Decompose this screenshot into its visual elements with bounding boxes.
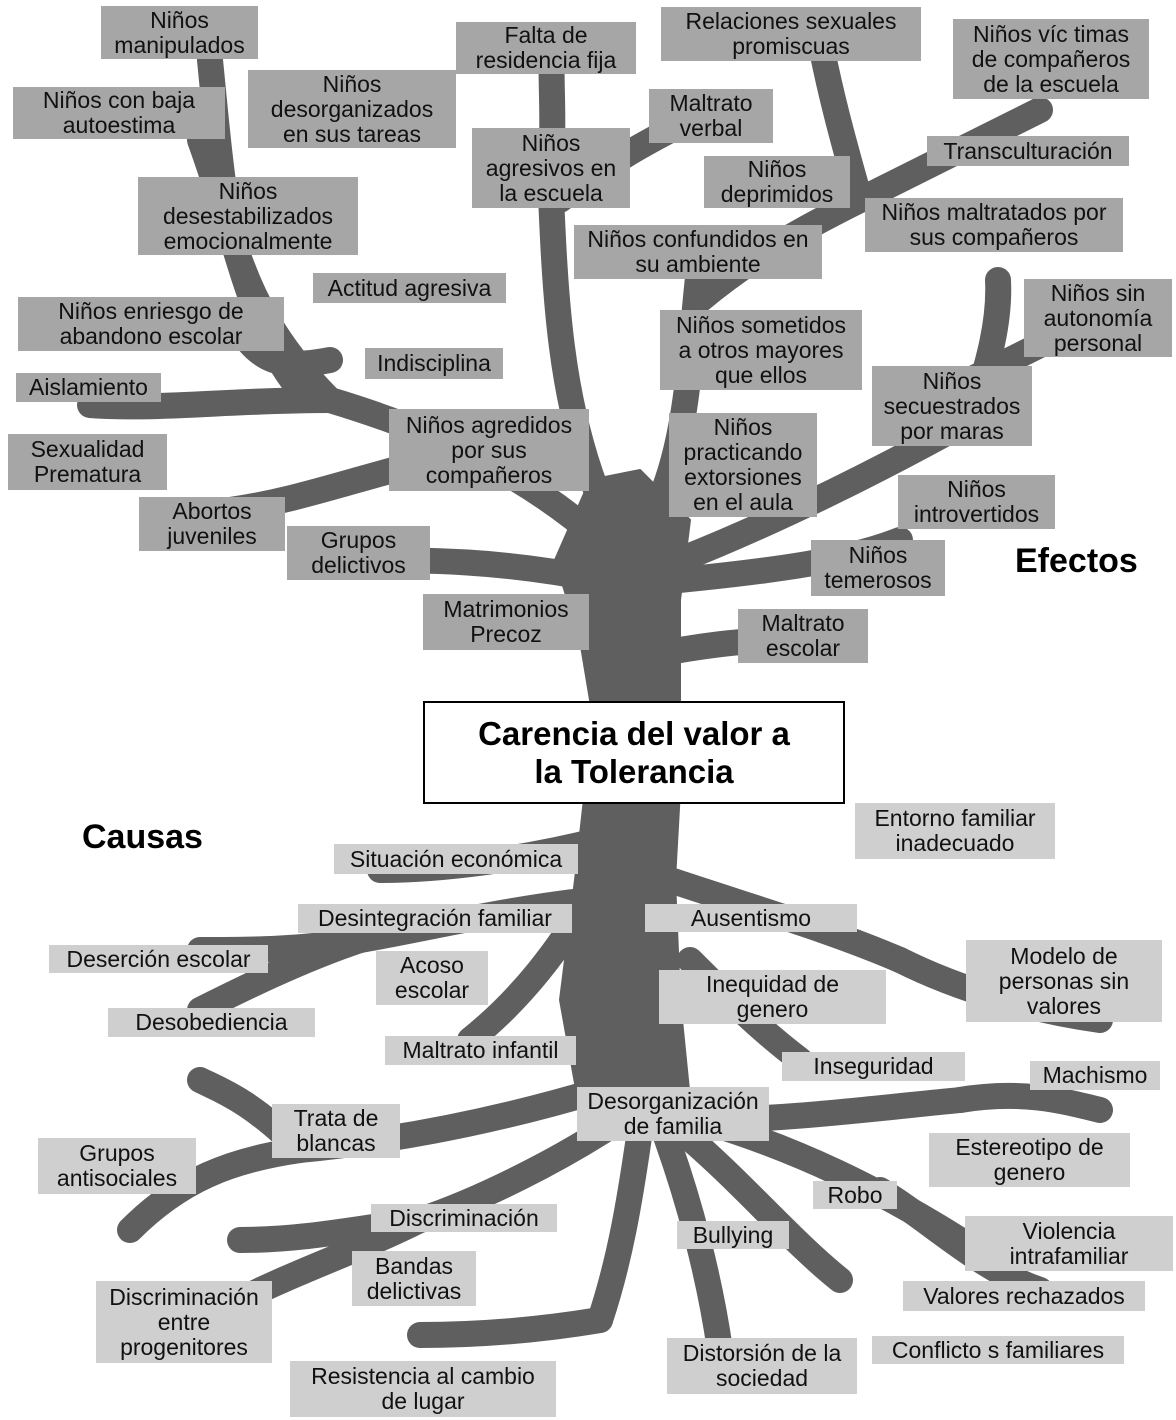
effect-label: Niños confundidos en su ambiente xyxy=(574,225,822,279)
cause-label: Machismo xyxy=(1030,1061,1160,1090)
cause-label: Maltrato infantil xyxy=(385,1036,576,1065)
effect-label: Falta de residencia fija xyxy=(456,22,636,74)
effect-label: Niños sometidos a otros mayores que ello… xyxy=(660,310,862,390)
cause-label: Deserción escolar xyxy=(49,945,268,973)
cause-label: Desorganización de familia xyxy=(577,1087,769,1141)
effect-label: Abortos juveniles xyxy=(139,497,285,551)
effect-label: Sexualidad Prematura xyxy=(8,434,167,490)
effect-label: Maltrato verbal xyxy=(649,89,773,143)
cause-label: Discriminación entre progenitores xyxy=(96,1281,272,1363)
cause-label: Estereotipo de genero xyxy=(929,1133,1130,1187)
effect-label: Niños deprimidos xyxy=(704,156,850,208)
effect-label: Maltrato escolar xyxy=(738,609,868,663)
effect-label: Niños víc timas de compañeros de la escu… xyxy=(953,19,1149,99)
cause-label: Desintegración familiar xyxy=(298,904,572,933)
effect-label: Grupos delictivos xyxy=(287,526,430,580)
cause-label: Robo xyxy=(813,1181,897,1209)
effect-label: Niños secuestrados por maras xyxy=(872,366,1032,446)
effect-label: Niños manipulados xyxy=(101,6,258,59)
cause-label: Situación económica xyxy=(334,844,578,874)
effect-label: Niños introvertidos xyxy=(898,475,1055,529)
effect-label: Niños con baja autoestima xyxy=(13,87,225,139)
effect-label: Niños agredidos por sus compañeros xyxy=(389,409,589,491)
effect-label: Niños desorganizados en sus tareas xyxy=(248,70,456,148)
cause-label: Resistencia al cambio de lugar xyxy=(290,1361,556,1417)
effect-label: Transculturación xyxy=(927,136,1129,166)
effect-label: Niños agresivos en la escuela xyxy=(472,128,630,208)
effect-label: Aislamiento xyxy=(16,373,161,402)
effect-label: Actitud agresiva xyxy=(313,273,506,303)
effect-label: Niños practicando extorsiones en el aula xyxy=(669,413,817,517)
cause-label: Distorsión de la sociedad xyxy=(667,1338,857,1394)
effects-heading: Efectos xyxy=(1015,542,1138,580)
effect-label: Niños maltratados por sus compañeros xyxy=(865,198,1123,252)
effect-label: Matrimonios Precoz xyxy=(423,594,589,650)
cause-label: Modelo de personas sin valores xyxy=(966,940,1162,1022)
effect-label: Niños enriesgo de abandono escolar xyxy=(18,297,284,351)
cause-label: Bullying xyxy=(677,1221,789,1249)
effect-label: Niños sin autonomía personal xyxy=(1024,279,1172,357)
cause-label: Entorno familiar inadecuado xyxy=(855,803,1055,859)
cause-label: Bandas delictivas xyxy=(352,1251,476,1306)
effect-label: Niños temerosos xyxy=(811,540,945,596)
cause-label: Trata de blancas xyxy=(272,1104,400,1158)
causes-heading: Causas xyxy=(82,818,203,856)
central-problem-box: Carencia del valor a la Tolerancia xyxy=(423,701,845,804)
cause-label: Discriminación xyxy=(371,1204,557,1232)
cause-label: Desobediencia xyxy=(108,1008,315,1037)
cause-label: Acoso escolar xyxy=(376,951,488,1005)
cause-label: Inseguridad xyxy=(782,1052,965,1081)
effect-label: Indisciplina xyxy=(365,348,503,379)
effect-label: Niños desestabilizados emocionalmente xyxy=(138,177,358,255)
cause-label: Violencia intrafamiliar xyxy=(965,1216,1173,1271)
effect-label: Relaciones sexuales promiscuas xyxy=(661,7,921,61)
cause-label: Grupos antisociales xyxy=(38,1138,196,1194)
cause-label: Valores rechazados xyxy=(903,1281,1145,1311)
cause-label: Conflicto s familiares xyxy=(872,1336,1124,1364)
cause-label: Inequidad de genero xyxy=(659,970,886,1024)
cause-label: Ausentismo xyxy=(645,904,857,932)
